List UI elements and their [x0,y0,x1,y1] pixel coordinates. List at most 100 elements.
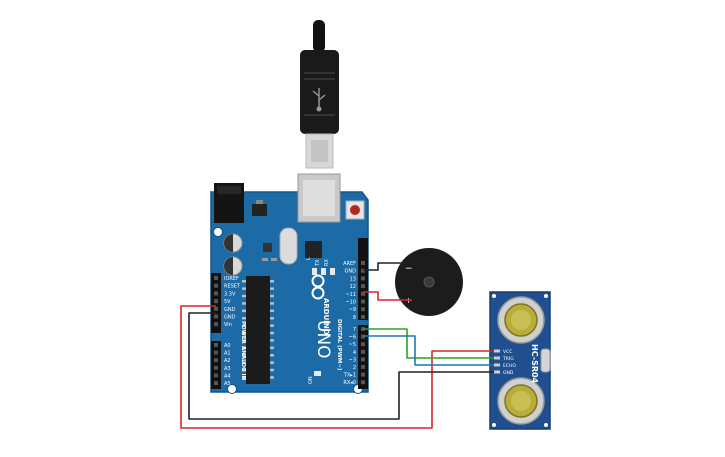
pin-daref[interactable] [361,261,365,265]
usb-icon [312,88,326,112]
led-label-l: L [306,257,312,260]
voltage-regulator [252,204,267,216]
pin-3-3v[interactable] [214,291,218,296]
pin-5v[interactable] [214,299,218,304]
wire-d6-echo [363,335,494,366]
sensor-pin-vcc[interactable] [494,349,500,353]
wire-buzzer-d11 [363,291,412,301]
pin-label-11: ~11 [345,292,356,298]
pin-a4[interactable] [214,373,218,378]
mounting-hole [213,227,223,237]
pin-label-vin: Vin [224,322,232,328]
pin-label-aref: AREF [343,261,356,267]
status-leds: L TX RX [306,257,335,275]
buzzer-minus-label: − [405,264,413,274]
arduino-uno-board: L TX RX ON ARDUINO UNO POWER ANALOG IN D… [210,173,369,394]
arduino-logo-text: ARDUINO [322,298,330,335]
pin-reset[interactable] [214,283,218,288]
pin-a5[interactable] [214,381,218,385]
pin-d5[interactable] [361,342,365,347]
board-model-label: UNO [313,320,333,359]
arduino-logo: ARDUINO UNO [311,274,333,359]
pin-d13[interactable] [361,276,365,281]
wire-d7-trig [363,328,494,359]
usb-cable [300,20,339,169]
pin-d12[interactable] [361,284,365,289]
pin-label-2: 2 [353,365,356,371]
wire-gnd-gnd [188,312,494,420]
wire-5v-vcc [180,305,494,429]
pin-dtx-1[interactable] [361,372,365,377]
pin-drx-0[interactable] [361,380,365,385]
crystal-oscillator [279,227,298,265]
pin-label-a3: A3 [224,366,231,372]
pin-label-rx-0: RX◂0 [343,380,356,386]
sensor-pin-trig[interactable] [494,356,500,360]
buzzer-center [423,276,435,288]
led-label-rx: RX [324,259,330,266]
reset-button-cap[interactable] [350,205,360,215]
pin-label-gnd: GND [224,315,236,321]
pin-gnd[interactable] [214,306,218,311]
pin-label-a1: A1 [224,351,231,357]
ultrasonic-transducer-bottom [497,377,545,425]
mounting-hole [227,384,237,394]
pin-label-a0: A0 [224,343,231,349]
pin-label-6: ~6 [349,335,356,341]
pin-label-12: 12 [350,284,356,290]
sensor-crystal [540,348,551,373]
pin-d10[interactable] [361,299,365,304]
sensor-pin-label-vcc: VCC [503,349,512,355]
pin-vin[interactable] [214,322,218,327]
wires [180,262,494,429]
pin-label-a4: A4 [224,373,231,379]
pin-label-8: 8 [353,315,356,321]
pin-label-10: ~10 [345,300,356,306]
pin-label-3: ~3 [349,357,356,363]
power-header-label: POWER [240,321,246,345]
sensor-pin-gnd[interactable] [494,370,500,374]
pin-label-7: 7 [353,327,356,333]
sensor-pin-label-gnd: GND [503,370,514,376]
sensor-pin-label-echo: ECHO [503,363,516,369]
pin-label-gnd: GND [345,269,357,275]
ultrasonic-transducer-top [497,296,545,344]
pin-label-tx-1: TX▸1 [343,373,356,379]
atmega-chip [246,276,270,384]
pin-label-gnd: GND [224,307,236,313]
pin-d3[interactable] [361,357,365,362]
pin-gnd[interactable] [214,314,218,319]
pin-a1[interactable] [214,350,218,355]
pin-a2[interactable] [214,358,218,363]
sensor-pin-echo[interactable] [494,363,500,367]
pin-ioref[interactable] [214,276,218,280]
pin-label-9: ~9 [349,307,356,313]
pin-label-a5: A5 [224,381,231,387]
pin-label-ioref: IOREF [224,276,239,282]
digital-header-label: DIGITAL (PWM~) [336,319,342,371]
sensor-model-label: HC-SR04 [530,344,539,384]
pin-d9[interactable] [361,307,365,312]
pin-d11[interactable] [361,291,365,296]
usb-cable-strain-relief [313,20,325,52]
on-label: ON [308,376,314,384]
pin-d4[interactable] [361,349,365,354]
pin-d8[interactable] [361,314,365,319]
power-led [314,371,321,376]
pin-a3[interactable] [214,365,218,370]
pin-label-a2: A2 [224,358,231,364]
led-label-tx: TX [315,259,321,267]
pin-a0[interactable] [214,343,218,347]
pin-label-3-3v: 3.3V [224,291,236,297]
pin-label-4: 4 [353,350,356,356]
pin-label-13: 13 [350,276,356,282]
digital-pin-header-lower [358,325,368,389]
pin-label-5v: 5V [224,299,231,305]
wire-buzzer-gnd [363,262,412,271]
pin-label-reset: RESET [224,284,241,290]
usb-interface-chip [305,241,322,258]
piezo-buzzer: − + [395,248,463,316]
pin-d2[interactable] [361,365,365,369]
pin-label-5: ~5 [349,342,356,348]
